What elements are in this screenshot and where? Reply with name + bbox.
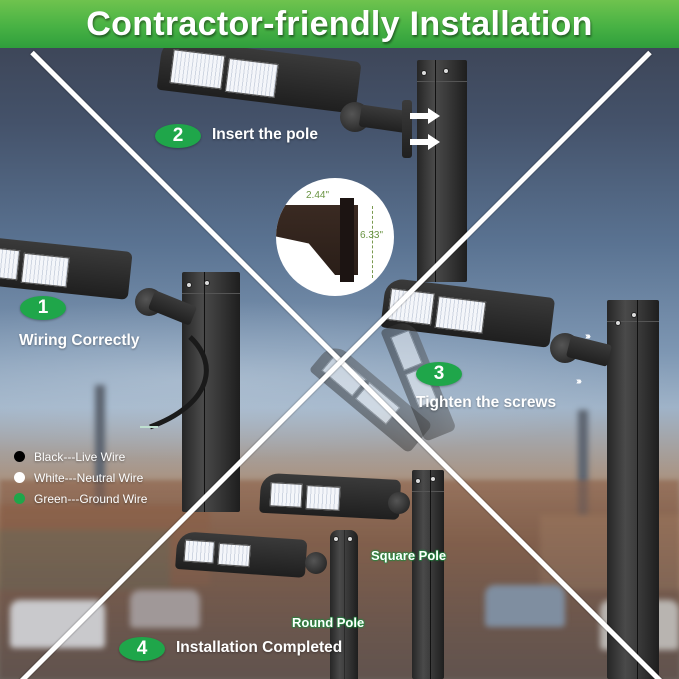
background-car [485, 585, 565, 627]
bracket-plate [340, 198, 354, 282]
square-pole [412, 470, 444, 679]
wiring-legend: Black---Live Wire White---Neutral Wire G… [14, 446, 147, 509]
led-panel [305, 485, 341, 511]
step-badge-2: 2 [155, 124, 201, 148]
bolt-icon [615, 320, 621, 326]
bolt-icon [421, 70, 427, 76]
round-pole-label: Round Pole [291, 615, 365, 631]
led-panel [269, 482, 303, 508]
header-banner: Contractor-friendly Installation [0, 0, 679, 48]
adjustable-knuckle [388, 492, 410, 514]
height-dimension-line [372, 206, 373, 278]
step-label-4: Installation Completed [176, 639, 343, 656]
luminaire [259, 472, 402, 522]
led-panel [217, 542, 251, 568]
step-label-2: Insert the pole [212, 126, 318, 143]
led-panel [0, 248, 21, 281]
bolt-icon [631, 312, 637, 318]
bolt-icon [443, 68, 449, 74]
square-pole [607, 300, 659, 679]
legend-item-white: White---Neutral Wire [14, 467, 147, 488]
bolt-icon [430, 476, 436, 482]
led-panel [169, 49, 226, 90]
led-panel [434, 295, 487, 334]
page-title: Contractor-friendly Installation [86, 4, 593, 43]
step-badge-1: 1 [20, 296, 66, 320]
legend-item-green: Green---Ground Wire [14, 488, 147, 509]
adjustable-knuckle [305, 552, 327, 574]
background-pole [95, 385, 105, 565]
white-wire-dot-icon [14, 472, 25, 483]
round-pole [330, 530, 358, 679]
triple-chevron-right-icon: ››› [576, 376, 582, 387]
square-pole-label: Square Pole [370, 548, 447, 564]
bolt-icon [186, 282, 192, 288]
step-label-1: Wiring Correctly [19, 332, 140, 349]
square-pole [417, 60, 467, 282]
green-wire-dot-icon [14, 493, 25, 504]
step-badge-3: 3 [416, 362, 462, 386]
bolt-icon [347, 536, 353, 542]
right-arrow-icon [410, 134, 440, 150]
mounting-bracket [402, 100, 412, 158]
background-car [130, 590, 200, 628]
step-label-3: Tighten the screws [416, 394, 557, 411]
bolt-icon [333, 536, 339, 542]
led-panel [224, 58, 279, 98]
bracket-detail-inset: 2.44" 6.33" [276, 178, 394, 296]
led-panel [183, 539, 216, 564]
legend-item-black: Black---Live Wire [14, 446, 147, 467]
power-cable [140, 335, 209, 430]
bracket-width-dimension: 2.44" [306, 190, 330, 201]
triple-chevron-right-icon: ››› [585, 331, 591, 342]
black-wire-dot-icon [14, 451, 25, 462]
bolt-icon [415, 478, 421, 484]
led-panel [20, 252, 70, 288]
right-arrow-icon [410, 108, 440, 124]
step-badge-4: 4 [119, 637, 165, 661]
bracket-height-dimension: 6.33" [360, 230, 384, 241]
bolt-icon [204, 280, 210, 286]
